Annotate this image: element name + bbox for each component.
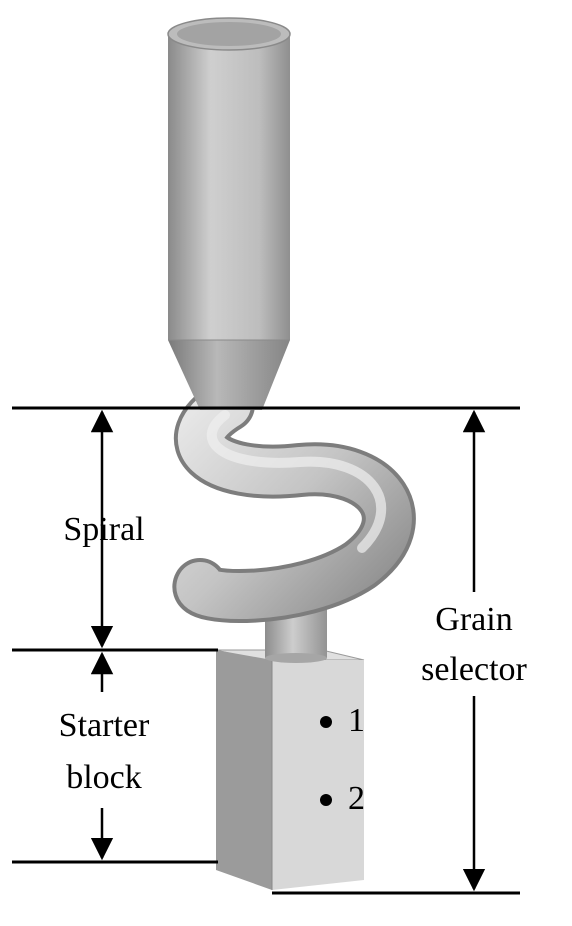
measurement-point-1-dot [320, 716, 332, 728]
measurement-point-2-dot [320, 794, 332, 806]
starter-block-shape [215, 649, 365, 890]
grain-label-line1: Grain [435, 601, 512, 638]
starter-label-line2: block [66, 759, 142, 796]
pouring-cone [168, 340, 290, 410]
starter-label-line1: Starter [59, 707, 150, 744]
measurement-point-2-label: 2 [348, 780, 365, 817]
measurement-point-1-label: 1 [348, 702, 365, 739]
spiral-label: Spiral [63, 511, 144, 548]
pouring-cup [167, 17, 291, 341]
starter-block-front [258, 660, 364, 890]
grain-label-line2: selector [421, 651, 527, 688]
spiral-tube [172, 378, 416, 623]
starter-block-side [216, 650, 272, 890]
